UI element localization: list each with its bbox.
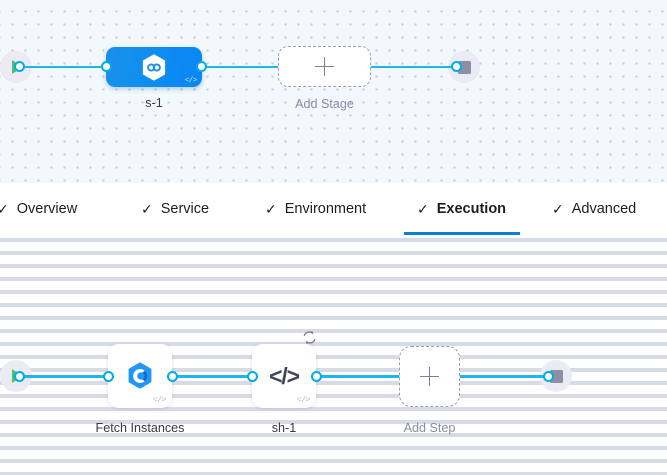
add-step-label: Add Step xyxy=(403,421,456,435)
harness-hexagon-icon xyxy=(128,362,152,389)
pipeline-stages-canvas[interactable]: </> s-1 Add Stage xyxy=(0,0,667,183)
connector-line-addstep-to-end xyxy=(459,375,545,378)
tab-label: Execution xyxy=(436,201,507,217)
add-stage-label: Add Stage xyxy=(295,97,354,111)
stage-config-tabbar: ✓ Overview ✓ Service ✓ Environment ✓ Exe… xyxy=(0,183,667,235)
connector-line-addstage-to-end xyxy=(370,65,456,69)
end-node-connector-dot[interactable] xyxy=(451,61,462,72)
check-icon: ✓ xyxy=(417,201,429,217)
check-icon: ✓ xyxy=(141,201,153,217)
connector-line-start-to-stage xyxy=(22,65,118,69)
check-icon: ✓ xyxy=(552,201,564,217)
stage-input-connector-dot[interactable] xyxy=(101,61,112,72)
tab-label: Advanced xyxy=(571,201,637,217)
steps-start-connector-dot[interactable] xyxy=(14,371,25,382)
connector-line-step1-to-step2 xyxy=(172,375,258,378)
stage-code-badge: </> xyxy=(184,77,198,85)
connector-line-stage-to-addstage xyxy=(200,65,290,69)
tab-label: Overview xyxy=(16,201,78,217)
repeat-loop-icon[interactable] xyxy=(301,329,318,346)
tab-advanced[interactable]: ✓ Advanced xyxy=(552,183,636,235)
check-icon: ✓ xyxy=(265,201,277,217)
steps-end-connector-dot[interactable] xyxy=(543,371,554,382)
hexagon-infinity-icon xyxy=(142,53,166,81)
tab-environment[interactable]: ✓ Environment xyxy=(265,183,366,235)
step-label-fetch-instances: Fetch Instances xyxy=(95,421,185,435)
stage-label-s-1: s-1 xyxy=(145,96,163,110)
step-label-sh-1: sh-1 xyxy=(271,421,297,435)
tab-label: Environment xyxy=(284,201,367,217)
step2-output-connector-dot[interactable] xyxy=(311,371,322,382)
plus-icon xyxy=(315,57,334,76)
active-tab-indicator xyxy=(404,232,520,235)
step-code-badge: </> xyxy=(152,396,167,405)
start-node-connector-dot[interactable] xyxy=(14,61,25,72)
add-step-button[interactable] xyxy=(399,346,460,407)
step-code-badge: </> xyxy=(296,396,311,405)
step-node-sh-1[interactable]: </> </> xyxy=(252,330,316,408)
step1-output-connector-dot[interactable] xyxy=(167,371,178,382)
tab-execution[interactable]: ✓ Execution xyxy=(404,183,520,235)
step1-input-connector-dot[interactable] xyxy=(103,371,114,382)
execution-steps-canvas[interactable]: </> Fetch Instances </> </> sh-1 Add Ste xyxy=(0,235,667,475)
code-angle-brackets-icon: </> xyxy=(269,362,300,389)
add-stage-button[interactable] xyxy=(278,46,371,87)
plus-icon xyxy=(420,367,439,386)
step2-input-connector-dot[interactable] xyxy=(247,371,258,382)
stage-node-s-1[interactable]: </> xyxy=(106,47,202,87)
step-node-fetch-instances[interactable]: </> xyxy=(108,344,172,408)
stage-output-connector-dot[interactable] xyxy=(196,61,207,72)
tab-overview[interactable]: ✓ Overview xyxy=(0,183,77,235)
tab-service[interactable]: ✓ Service xyxy=(141,183,209,235)
connector-line-start-to-step1 xyxy=(22,375,114,378)
connector-line-step2-to-addstep xyxy=(316,375,400,378)
check-icon: ✓ xyxy=(0,201,9,217)
tab-label: Service xyxy=(160,201,210,217)
